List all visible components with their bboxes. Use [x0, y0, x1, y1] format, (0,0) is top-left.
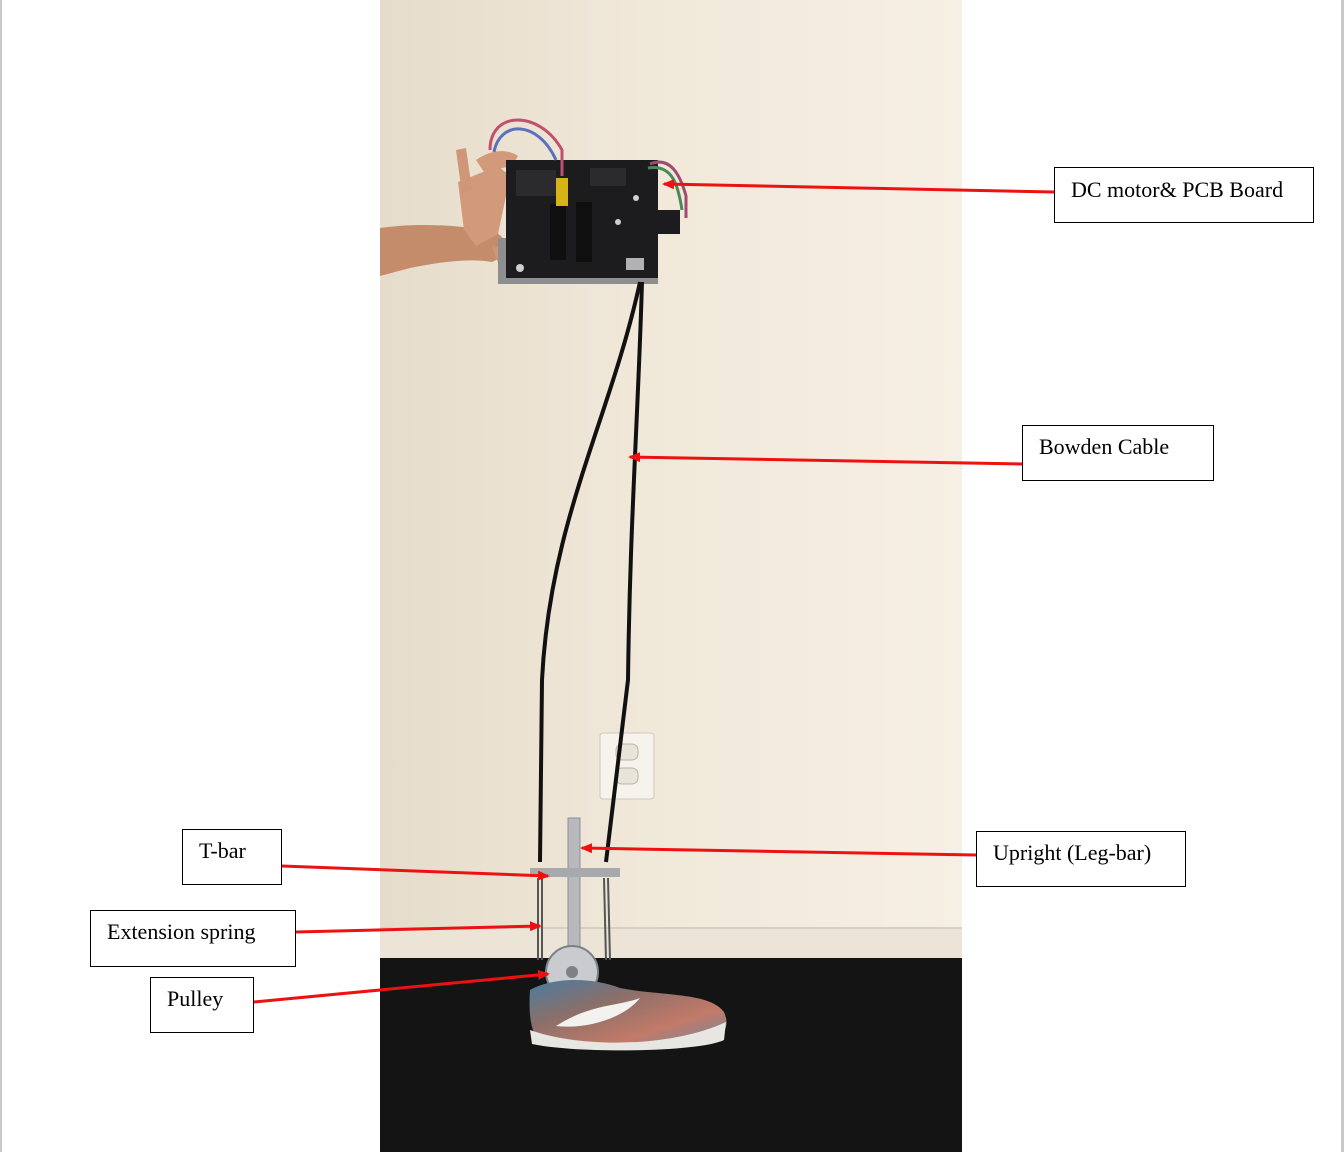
bowden-cables: [538, 281, 644, 863]
label-pulley: Pulley: [150, 977, 254, 1033]
label-t-bar-text: T-bar: [199, 838, 246, 863]
arrow-t-bar: [281, 864, 550, 881]
sneaker: [529, 979, 727, 1051]
page-border-left: [0, 0, 2, 1152]
page-border-right: [1341, 0, 1344, 1152]
label-upright-text: Upright (Leg-bar): [993, 840, 1152, 865]
floor-mat: [380, 958, 962, 1152]
baseboard: [380, 928, 962, 958]
label-dc-motor-text: DC motor& PCB Board: [1071, 177, 1284, 202]
label-bowden-cable: Bowden Cable: [1022, 425, 1214, 481]
wires: [488, 118, 688, 218]
label-extension-spring-text: Extension spring: [107, 919, 256, 944]
arrow-bowden-cable: [628, 452, 1023, 466]
extension-springs: [537, 877, 611, 961]
label-upright: Upright (Leg-bar): [976, 831, 1186, 887]
device-photo: [380, 0, 962, 1152]
arrow-upright: [580, 843, 977, 857]
label-bowden-cable-text: Bowden Cable: [1039, 434, 1170, 459]
arrow-extension-spring: [295, 921, 542, 934]
t-bar: [530, 868, 620, 877]
arrow-pulley: [253, 969, 550, 1004]
motor-board: [498, 160, 680, 284]
arrow-dc-motor: [662, 179, 1055, 194]
label-dc-motor: DC motor& PCB Board: [1054, 167, 1314, 223]
label-pulley-text: Pulley: [167, 986, 224, 1011]
label-extension-spring: Extension spring: [90, 910, 296, 967]
wall: [380, 0, 962, 935]
label-t-bar: T-bar: [182, 829, 282, 885]
wall-outlet: [599, 732, 655, 800]
